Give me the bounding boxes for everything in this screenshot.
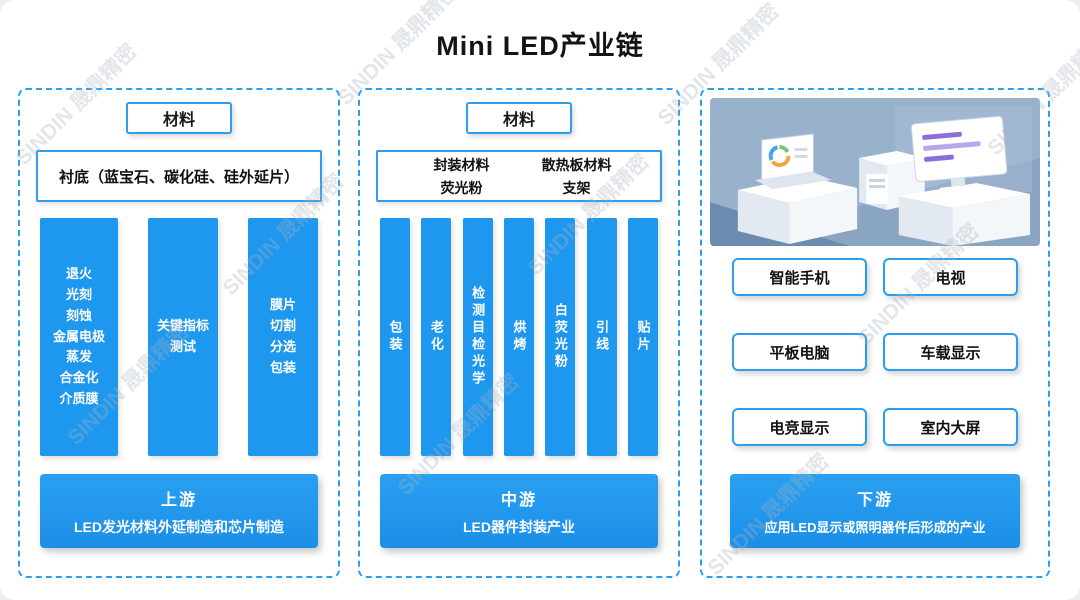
downstream-illustration [710,98,1040,246]
app-box-tv: 电视 [883,258,1018,296]
app-box-esports-display: 电竞显示 [732,408,867,446]
midstream-material-chip: 材料 [466,102,572,134]
process-column-aging: 老化 [421,218,452,456]
material-item: 封装材料 [433,156,490,173]
process-column-inspection: 检测目检光学 [462,218,493,456]
process-column-baking: 烘烤 [503,218,534,456]
midstream-materials-grid: 封装材料 散热板材料 荧光粉 支架 [378,155,660,198]
upstream-summary-title: 上游 [160,491,197,509]
upstream-material-chip: 材料 [126,102,232,134]
monitor-icon [910,115,1008,192]
page-title: Mini LED产业链 [436,31,644,61]
midstream-summary-title: 中游 [500,491,537,509]
upstream-substrate-box: 衬底（蓝宝石、碳化硅、硅外延片） [36,150,322,202]
app-box-indoor-screen: 室内大屏 [883,408,1018,446]
process-column-die-bonding: 贴片 [627,218,658,456]
material-item: 散热板材料 [541,156,612,173]
laptop-icon [754,133,832,189]
downstream-summary-title: 下游 [856,492,893,509]
downstream-apps-grid: 智能手机 电视 平板电脑 车载显示 电竞显示 室内大屏 [732,258,1018,446]
material-item: 支架 [562,179,591,196]
devices-illustration [710,98,1040,246]
downstream-summary-box: 下游 应用LED显示或照明器件后形成的产业 [730,474,1020,548]
panel-midstream: 材料 封装材料 散热板材料 荧光粉 支架 包装 老化 检测目检光学 烘烤 白荧光… [358,88,680,578]
monitor-pedestal-icon [898,183,1031,246]
upstream-process-columns: 退火 光刻 刻蚀 金属电极 蒸发 合金化 介质膜 关键指标 测试 膜片 切割 分… [40,218,318,456]
panel-downstream: 智能手机 电视 平板电脑 车载显示 电竞显示 室内大屏 下游 应用LED显示或照… [700,88,1050,578]
midstream-process-columns: 包装 老化 检测目检光学 烘烤 白荧光粉 引线 贴片 [380,218,658,456]
material-item: 荧光粉 [440,179,483,196]
panel-upstream: 材料 衬底（蓝宝石、碳化硅、硅外延片） 退火 光刻 刻蚀 金属电极 蒸发 合金化… [18,88,340,578]
midstream-summary-text: LED器件封装产业 [463,518,575,535]
upstream-summary-text: LED发光材料外延制造和芯片制造 [74,518,284,535]
app-box-smartphone: 智能手机 [732,258,867,296]
app-box-tablet: 平板电脑 [732,333,867,371]
process-column-phosphor: 白荧光粉 [545,218,576,456]
midstream-materials-box: 封装材料 散热板材料 荧光粉 支架 [376,150,662,202]
process-column-test: 关键指标 测试 [148,218,218,456]
process-column-packing: 包装 [380,218,410,456]
process-column-wire-bonding: 引线 [586,218,617,456]
process-column-sorting: 膜片 切割 分选 包装 [248,218,318,456]
downstream-summary-text: 应用LED显示或照明器件后形成的产业 [764,520,986,535]
app-box-car-display: 车载显示 [883,333,1018,371]
upstream-summary-box: 上游 LED发光材料外延制造和芯片制造 [40,474,318,548]
laptop-pedestal-icon [737,176,858,244]
process-column-chip-fab: 退火 光刻 刻蚀 金属电极 蒸发 合金化 介质膜 [40,218,118,456]
midstream-summary-box: 中游 LED器件封装产业 [380,474,658,548]
